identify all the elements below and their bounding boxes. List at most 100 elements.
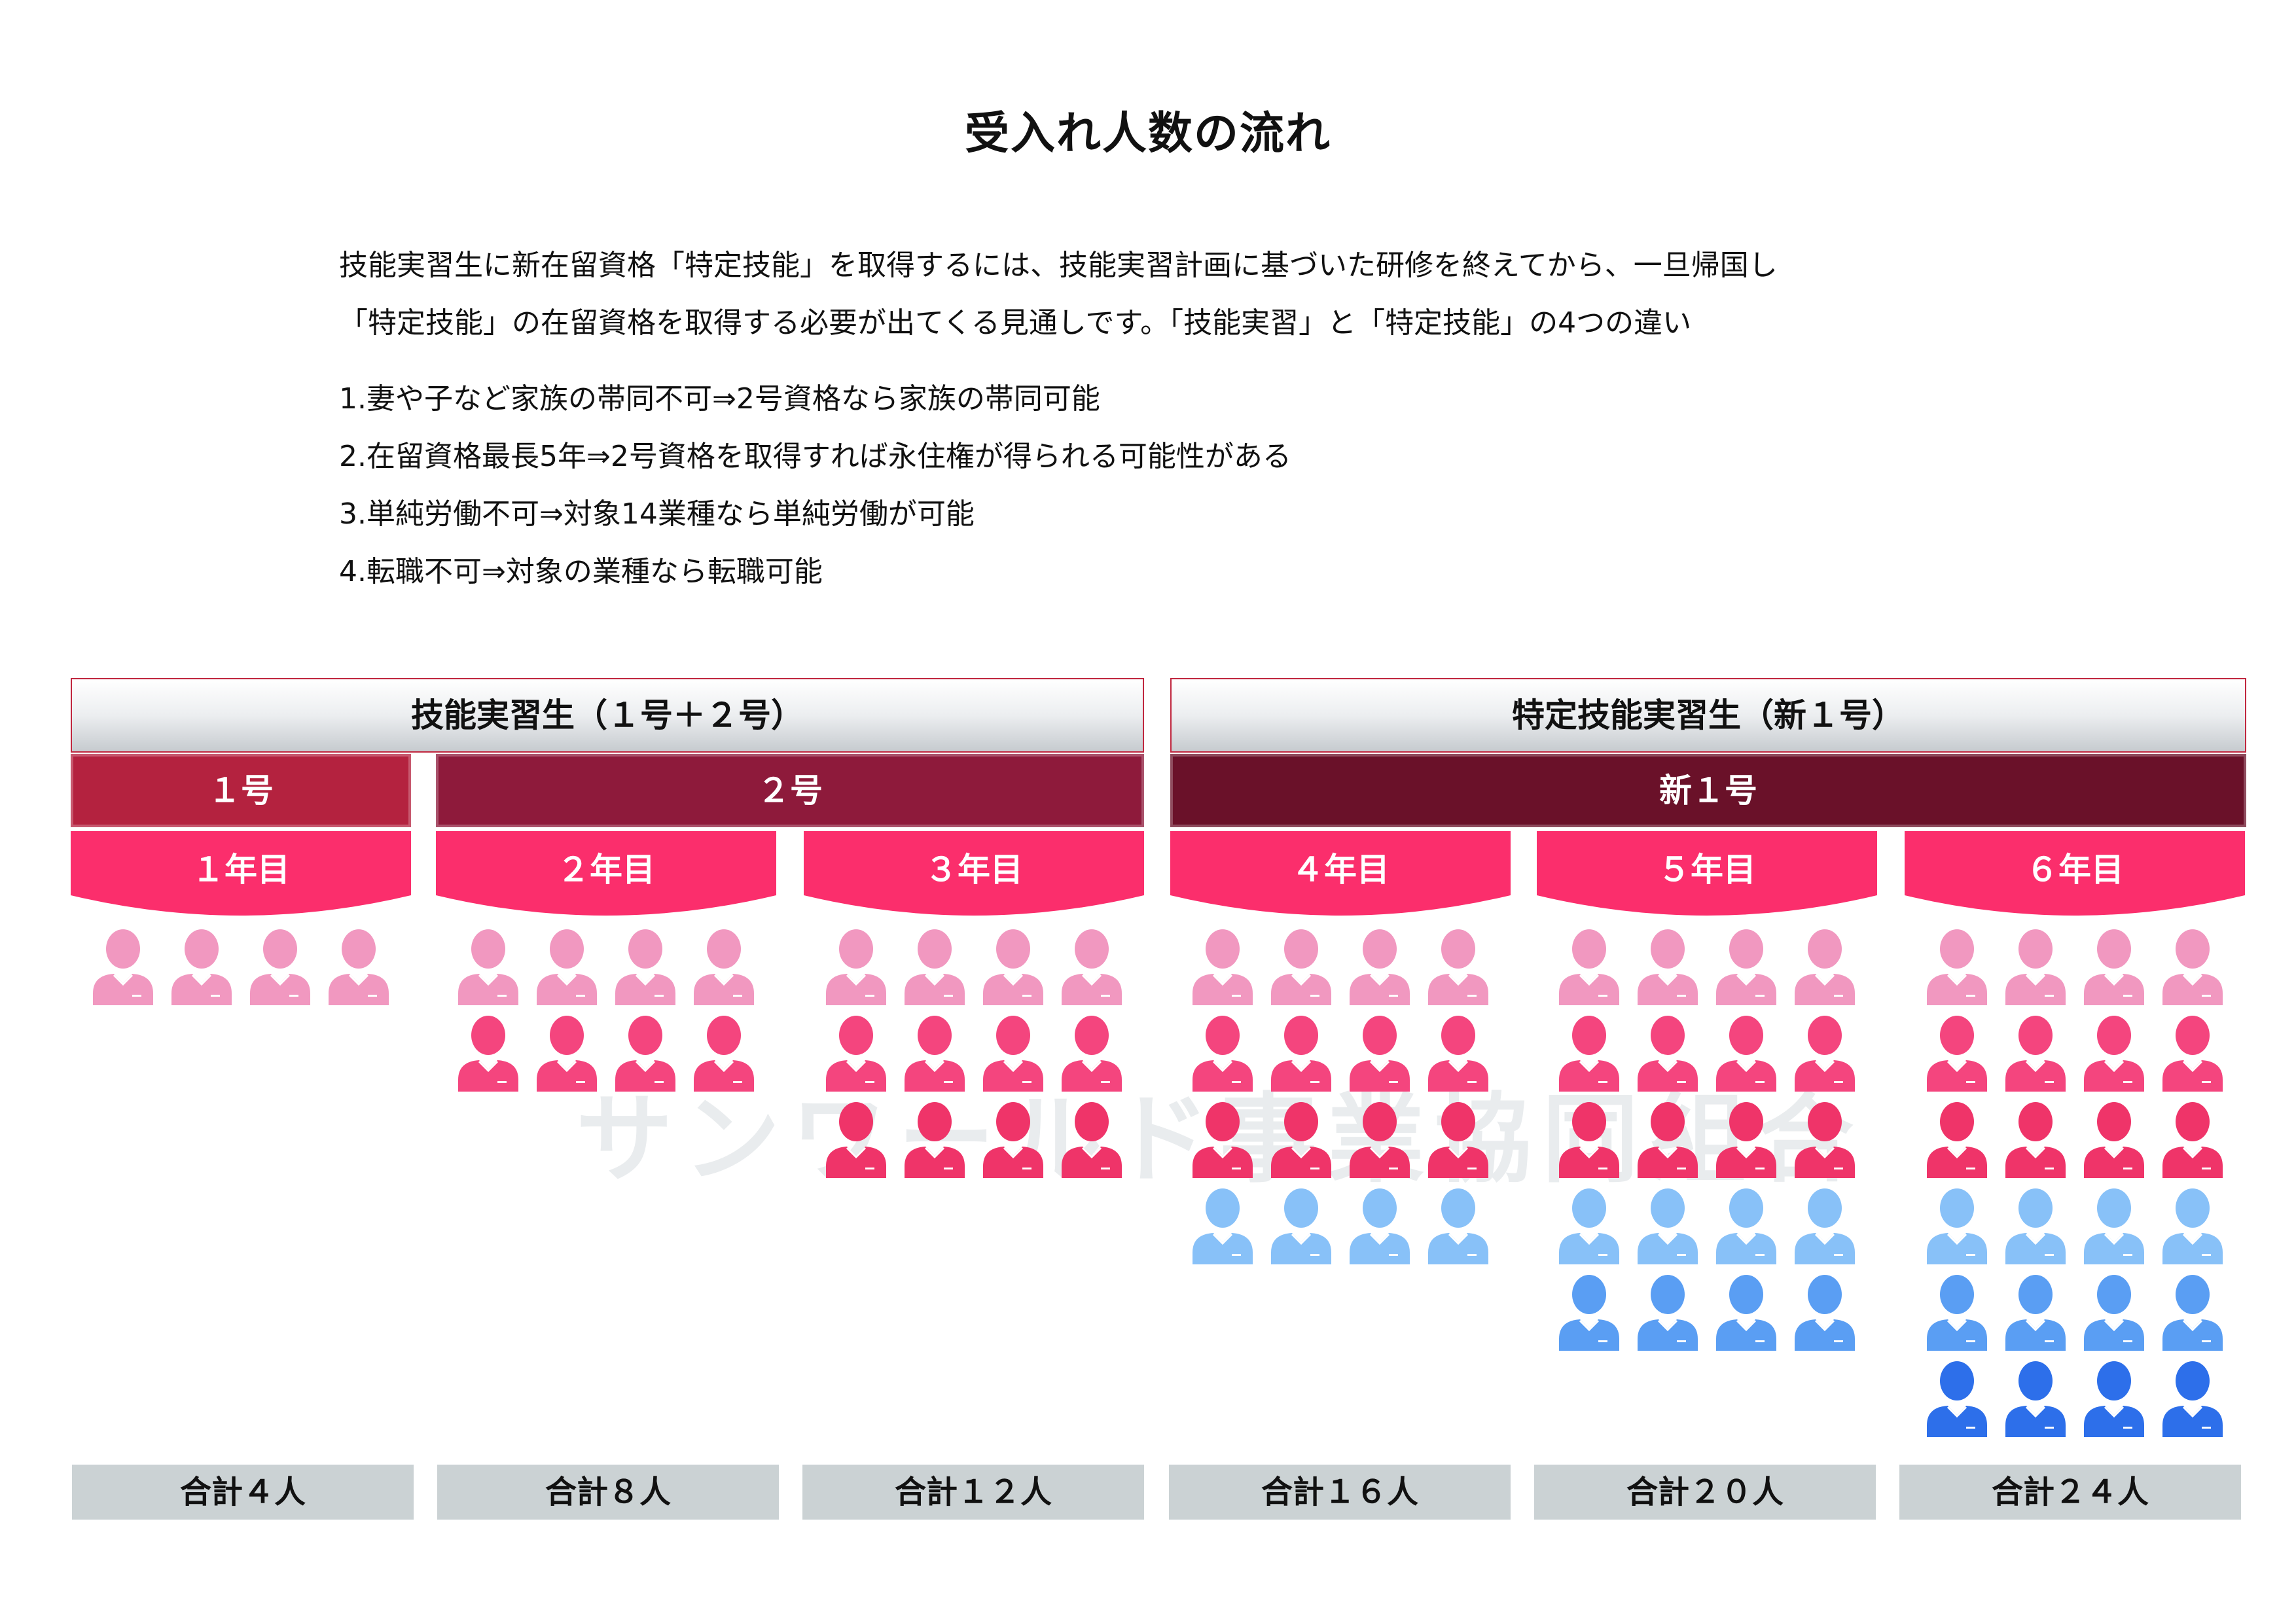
intro-line-1: 技能実習生に新在留資格「特定技能」を取得するには、技能実習計画に基づいた研修を終… xyxy=(339,249,1778,282)
person-icon xyxy=(2084,1188,2144,1264)
person-icon xyxy=(1193,929,1253,1005)
person-icon xyxy=(983,1016,1043,1092)
header-trainee: 技能実習生（１号＋２号） xyxy=(71,678,1144,753)
person-icon xyxy=(1193,1016,1253,1092)
person-icon xyxy=(1638,929,1698,1005)
year-tab-2: ２年目 xyxy=(436,831,776,916)
total-year-4: 合計１６人 xyxy=(1169,1465,1511,1520)
person-icon xyxy=(93,929,153,1005)
person-icon xyxy=(905,929,965,1005)
person-icon xyxy=(615,929,675,1005)
person-icon xyxy=(1559,1016,1619,1092)
person-row xyxy=(1550,1268,1864,1355)
person-icon xyxy=(1193,1188,1253,1264)
person-icon xyxy=(1795,1188,1855,1264)
person-icon xyxy=(1428,1102,1488,1178)
year-tab-3: ３年目 xyxy=(804,831,1144,916)
person-icon xyxy=(1559,929,1619,1005)
person-icon xyxy=(983,929,1043,1005)
band-new1: 新１号 xyxy=(1170,754,2246,827)
person-icon xyxy=(826,929,886,1005)
person-icon xyxy=(694,1016,754,1092)
person-row xyxy=(817,1009,1131,1096)
person-row xyxy=(449,1009,763,1096)
difference-item-4: 4.転職不可⇒対象の業種なら転職可能 xyxy=(339,555,823,588)
person-icon xyxy=(1062,929,1122,1005)
person-icon xyxy=(1795,1102,1855,1178)
person-row xyxy=(449,923,763,1009)
differences-list: 1.妻や子など家族の帯同不可⇒2号資格なら家族の帯同可能 2.在留資格最長5年⇒… xyxy=(339,370,2106,601)
person-icon xyxy=(826,1016,886,1092)
person-icon xyxy=(250,929,310,1005)
person-icon xyxy=(1927,929,1987,1005)
person-icon xyxy=(1638,1102,1698,1178)
person-row xyxy=(1918,1268,2232,1355)
person-icon xyxy=(2005,1102,2066,1178)
person-row xyxy=(1183,1096,1498,1182)
person-icon xyxy=(1428,929,1488,1005)
person-row xyxy=(84,923,398,1009)
people-grid-year-4 xyxy=(1170,923,1511,1446)
total-year-2: 合計８人 xyxy=(437,1465,779,1520)
people-grid-year-5 xyxy=(1537,923,1877,1446)
person-row xyxy=(1918,1009,2232,1096)
total-year-3: 合計１２人 xyxy=(802,1465,1144,1520)
person-icon xyxy=(1927,1016,1987,1092)
person-icon xyxy=(329,929,389,1005)
person-row xyxy=(1550,923,1864,1009)
person-icon xyxy=(2162,1361,2223,1437)
person-icon xyxy=(2162,1275,2223,1351)
person-icon xyxy=(1350,1102,1410,1178)
person-icon xyxy=(2162,1188,2223,1264)
year-tab-6: ６年目 xyxy=(1905,831,2245,916)
person-icon xyxy=(2005,929,2066,1005)
person-icon xyxy=(1795,929,1855,1005)
person-icon xyxy=(1271,929,1331,1005)
people-grid-year-1 xyxy=(71,923,411,1446)
person-icon xyxy=(1638,1275,1698,1351)
person-icon xyxy=(2084,1361,2144,1437)
person-row xyxy=(1550,1096,1864,1182)
person-icon xyxy=(1350,929,1410,1005)
header-specified-skill: 特定技能実習生（新１号） xyxy=(1170,678,2246,753)
person-icon xyxy=(1927,1188,1987,1264)
people-grid-year-3 xyxy=(804,923,1144,1446)
person-icon xyxy=(1271,1188,1331,1264)
person-icon xyxy=(2084,1275,2144,1351)
difference-item-2: 2.在留資格最長5年⇒2号資格を取得すれば永住権が得られる可能性がある xyxy=(339,440,1291,473)
people-grid-year-6 xyxy=(1905,923,2245,1446)
person-icon xyxy=(1716,1102,1776,1178)
person-icon xyxy=(1716,1275,1776,1351)
person-icon xyxy=(537,929,597,1005)
person-row xyxy=(817,1096,1131,1182)
year-tab-5: ５年目 xyxy=(1537,831,1877,916)
person-icon xyxy=(905,1016,965,1092)
person-icon xyxy=(537,1016,597,1092)
difference-item-1: 1.妻や子など家族の帯同不可⇒2号資格なら家族の帯同可能 xyxy=(339,382,1100,416)
person-icon xyxy=(2005,1275,2066,1351)
person-row xyxy=(1183,1182,1498,1268)
person-row xyxy=(1918,1355,2232,1441)
band-no1: １号 xyxy=(71,754,411,827)
person-icon xyxy=(615,1016,675,1092)
person-icon xyxy=(1795,1016,1855,1092)
total-year-1: 合計４人 xyxy=(72,1465,414,1520)
person-icon xyxy=(2084,929,2144,1005)
person-icon xyxy=(826,1102,886,1178)
person-icon xyxy=(1559,1275,1619,1351)
person-icon xyxy=(2162,1016,2223,1092)
intro-line-2: 「特定技能」の在留資格を取得する必要が出てくる見通しです。「技能実習」と「特定技… xyxy=(339,306,1692,340)
person-icon xyxy=(1927,1102,1987,1178)
person-icon xyxy=(2084,1016,2144,1092)
person-row xyxy=(1918,1182,2232,1268)
person-icon xyxy=(1193,1102,1253,1178)
person-icon xyxy=(2005,1016,2066,1092)
band-no2: ２号 xyxy=(436,754,1144,827)
person-icon xyxy=(2005,1188,2066,1264)
person-icon xyxy=(1428,1188,1488,1264)
person-row xyxy=(1183,923,1498,1009)
person-icon xyxy=(2084,1102,2144,1178)
intro-paragraph: 技能実習生に新在留資格「特定技能」を取得するには、技能実習計画に基づいた研修を終… xyxy=(339,237,2106,352)
person-icon xyxy=(1559,1102,1619,1178)
person-row xyxy=(1550,1182,1864,1268)
